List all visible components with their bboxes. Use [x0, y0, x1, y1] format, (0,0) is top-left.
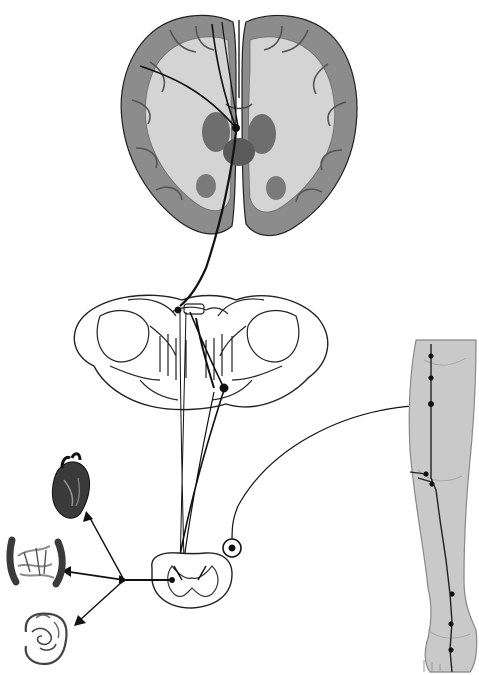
brainstem-outline	[74, 295, 327, 409]
acupoint-7	[448, 621, 453, 626]
thalamic-node	[232, 124, 240, 132]
blood-vessels-icon	[10, 540, 62, 584]
afferent-from-leg	[232, 406, 412, 542]
leg-acupuncture-meridian	[409, 340, 477, 672]
leg-outline	[409, 340, 477, 672]
descending-fiber-c	[178, 390, 224, 566]
efferent-to-vessels	[70, 572, 124, 580]
stimulation-point-marker	[223, 539, 241, 557]
trunk-junction-marker	[119, 575, 127, 585]
right-temporal-deep	[266, 176, 286, 200]
brain-coronal-section	[121, 15, 357, 235]
acupoint-4	[423, 471, 428, 476]
acupoint-6	[449, 591, 454, 596]
thalamus	[223, 138, 255, 166]
efferent-to-heart	[90, 518, 124, 580]
acupoint-2	[428, 375, 433, 380]
acupoint-5	[429, 481, 434, 486]
heart-icon	[52, 454, 89, 519]
acupoint-3	[428, 401, 434, 407]
left-temporal-deep	[196, 174, 216, 198]
acupoint-1	[428, 353, 433, 358]
acupoint-8	[448, 647, 453, 652]
intestines-icon	[26, 614, 67, 664]
efferent-to-intestines	[80, 580, 124, 620]
brainstem-cross-section	[74, 295, 327, 409]
